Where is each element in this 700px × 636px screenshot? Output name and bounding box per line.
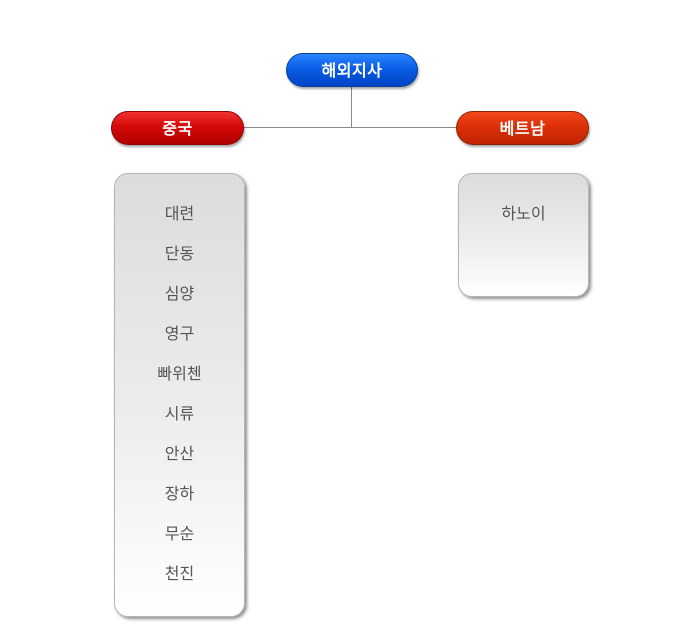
city-item-tianjin: 천진 [164, 564, 195, 583]
branch-node-vietnam: 베트남 [456, 111, 589, 145]
connector-horizontal [244, 127, 456, 128]
city-item-bayuquan: 빠위첸 [157, 364, 202, 383]
china-city-list: 대련 단동 심양 영구 빠위첸 시류 안산 장하 무순 천진 [115, 202, 244, 602]
city-item-fushun: 무순 [164, 524, 195, 543]
branch-node-china: 중국 [111, 111, 244, 145]
city-item-dandong: 단동 [164, 244, 195, 263]
root-node-overseas-branches: 해외지사 [286, 53, 418, 87]
china-city-box: 대련 단동 심양 영구 빠위첸 시류 안산 장하 무순 천진 [114, 173, 245, 617]
vietnam-city-box: 하노이 [458, 173, 589, 297]
city-item-zhuanghe: 장하 [164, 484, 195, 503]
vietnam-city-list: 하노이 [459, 202, 588, 242]
city-item-shenyang: 심양 [164, 284, 195, 303]
city-item-hanoi: 하노이 [501, 204, 546, 223]
connector-vertical [351, 87, 352, 128]
city-item-yingkou: 영구 [164, 324, 195, 343]
city-item-dalian: 대련 [164, 204, 195, 223]
city-item-anshan: 안산 [164, 444, 195, 463]
city-item-xiuyan: 시류 [164, 404, 195, 423]
